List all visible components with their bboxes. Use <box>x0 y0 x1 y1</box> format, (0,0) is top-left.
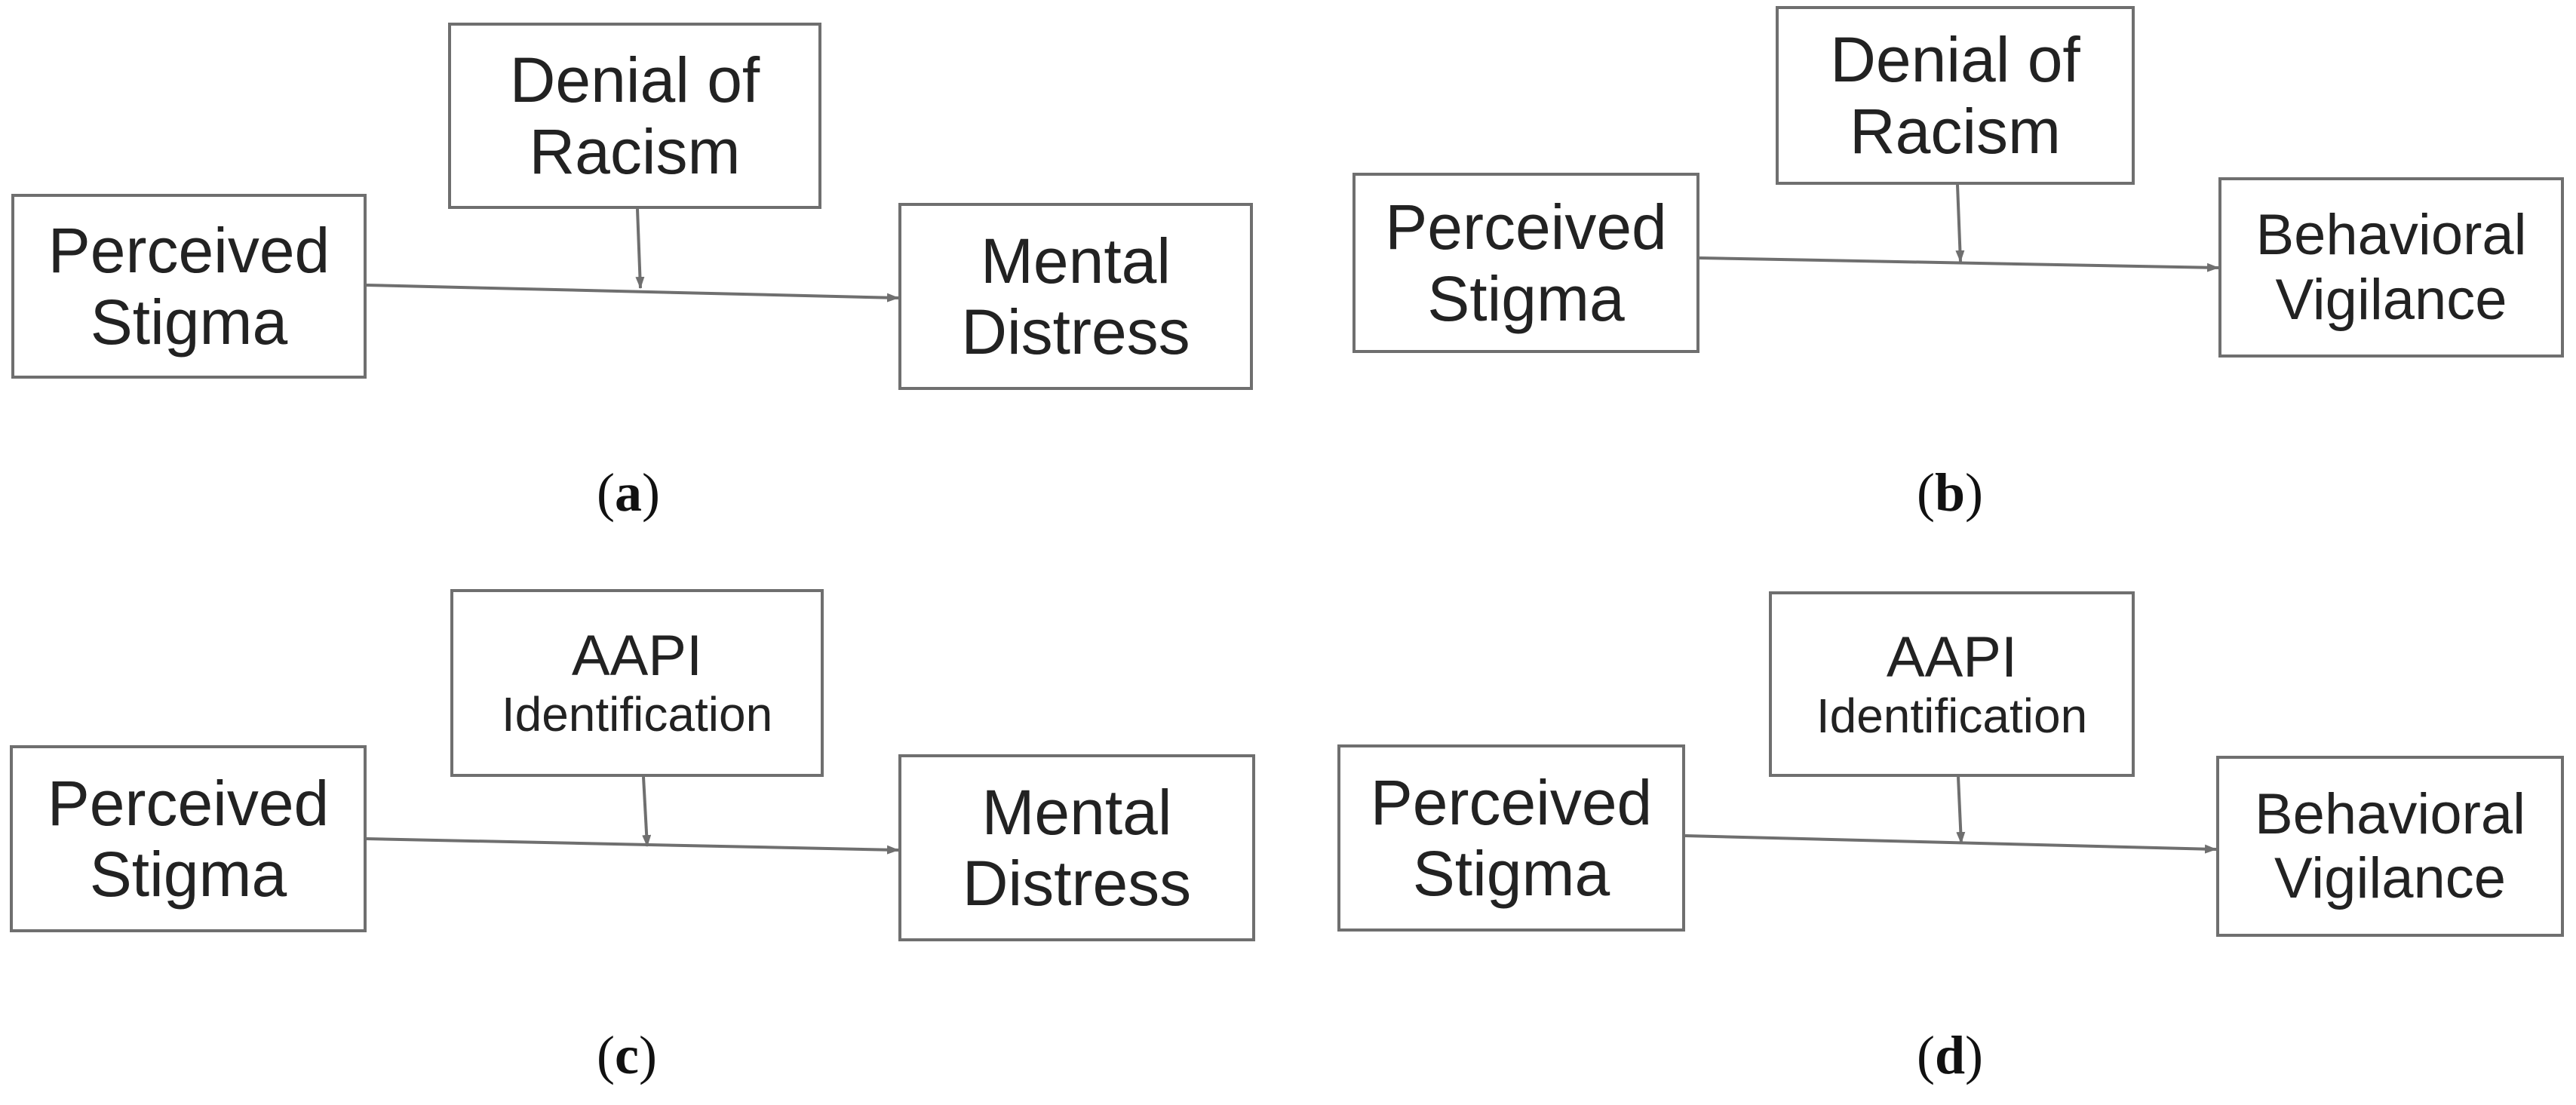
panel-a-outcome-line1: Mental <box>980 225 1171 296</box>
panel-a-moderator-box: Denial of Racism <box>448 23 821 209</box>
panel-c-moderator-arrow <box>642 776 652 847</box>
panel-a-main-arrow <box>366 284 899 302</box>
panel-b-moderator-line2: Racism <box>1849 95 2061 167</box>
panel-a-moderator-arrow <box>635 208 645 289</box>
panel-a-label-letter: a <box>614 462 642 523</box>
panel-c-outcome-line1: Mental <box>981 776 1172 848</box>
panel-c-moderator-line1: AAPI <box>571 624 703 689</box>
panel-b-predictor-line1: Perceived <box>1385 192 1667 263</box>
panel-d-outcome-box: Behavioral Vigilance <box>2216 756 2564 937</box>
panel-b-predictor-line2: Stigma <box>1427 262 1625 334</box>
panel-b-moderator-box: Denial of Racism <box>1776 6 2135 185</box>
panel-d-predictor-line2: Stigma <box>1412 838 1610 909</box>
panel-c-predictor-line2: Stigma <box>89 839 287 910</box>
panel-c-moderator-line2: Identification <box>501 687 773 742</box>
panel-d-moderator-box: AAPI Identification <box>1769 591 2135 777</box>
panel-a-predictor-line1: Perceived <box>48 215 330 287</box>
panel-d-predictor-box: Perceived Stigma <box>1337 744 1685 932</box>
panel-b-outcome-line1: Behavioral <box>2255 203 2527 268</box>
panel-a-predictor-line2: Stigma <box>90 286 288 358</box>
panel-a-moderator-line2: Racism <box>529 115 741 187</box>
panel-b-moderator-arrow <box>1955 184 1965 262</box>
panel-c-outcome-box: Mental Distress <box>898 754 1255 941</box>
panel-b-label: (b) <box>1917 462 1984 523</box>
panel-b-label-letter: b <box>1934 462 1966 523</box>
panel-a-outcome-line2: Distress <box>961 296 1190 367</box>
panel-b-main-arrow <box>1699 256 2219 272</box>
panel-d-label: (d) <box>1917 1025 1984 1085</box>
panel-d-outcome-line1: Behavioral <box>2254 781 2526 846</box>
panel-a-label: (a) <box>597 462 660 523</box>
panel-c-moderator-box: AAPI Identification <box>450 589 824 777</box>
panel-c-outcome-line2: Distress <box>962 848 1192 919</box>
panel-b-predictor-box: Perceived Stigma <box>1352 173 1699 353</box>
panel-d-outcome-line2: Vigilance <box>2274 846 2507 910</box>
panel-c-main-arrow <box>366 837 899 855</box>
panel-c-label: (c) <box>597 1025 657 1085</box>
panel-b-outcome-box: Behavioral Vigilance <box>2218 177 2564 358</box>
panel-c-label-letter: c <box>614 1025 639 1085</box>
panel-b-outcome-line2: Vigilance <box>2275 267 2507 332</box>
panel-d-moderator-line2: Identification <box>1816 688 2088 743</box>
panel-d-moderator-arrow <box>1956 776 1966 844</box>
panel-a-moderator-line1: Denial of <box>509 45 760 116</box>
panel-a-predictor-box: Perceived Stigma <box>11 194 367 379</box>
panel-c-predictor-box: Perceived Stigma <box>10 745 367 932</box>
panel-b-moderator-line1: Denial of <box>1830 24 2080 96</box>
panel-d-main-arrow <box>1684 834 2217 854</box>
panel-d-moderator-line1: AAPI <box>1886 625 2018 689</box>
panel-a-outcome-box: Mental Distress <box>898 203 1253 390</box>
panel-d-label-letter: d <box>1934 1025 1966 1085</box>
panel-c-predictor-line1: Perceived <box>47 767 330 839</box>
panel-d-predictor-line1: Perceived <box>1370 766 1653 838</box>
